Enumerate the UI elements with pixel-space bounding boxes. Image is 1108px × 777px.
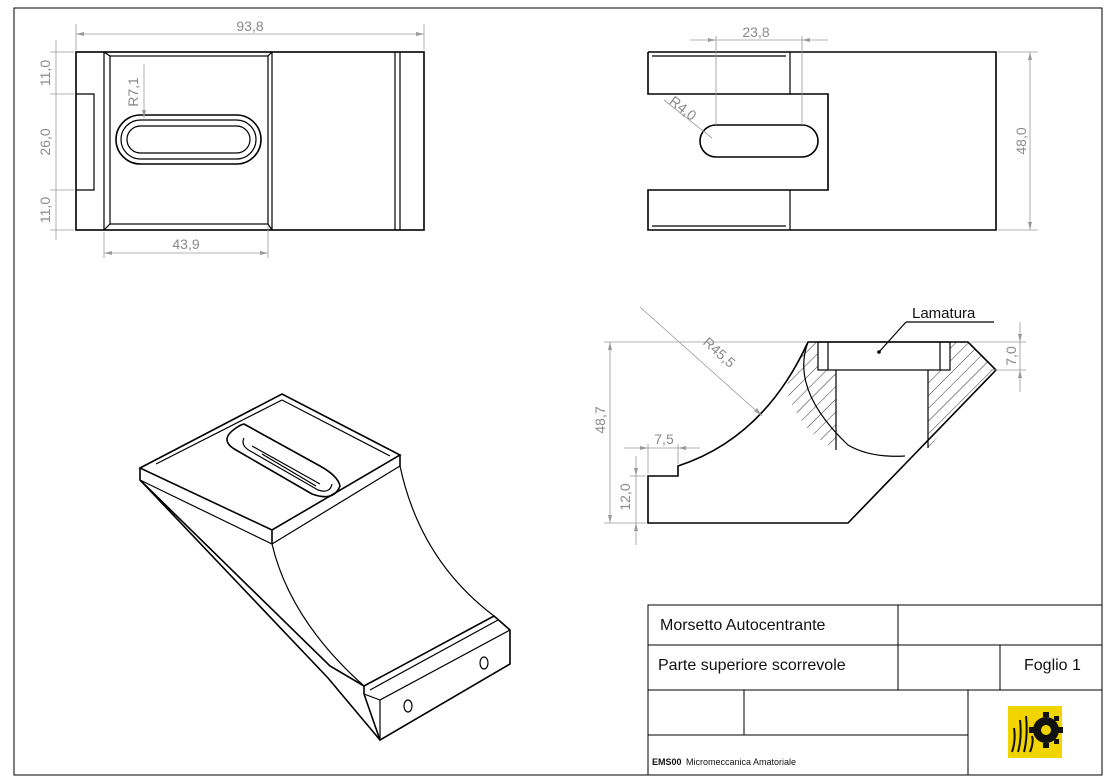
dim-section-step-height: 12,0 bbox=[617, 483, 633, 510]
title-block-part-name: Parte superiore scorrevole bbox=[658, 657, 846, 674]
brand-text: Micromeccanica Amatoriale bbox=[686, 757, 796, 767]
dim-side-height: 48,0 bbox=[1013, 127, 1029, 154]
isometric-view bbox=[138, 393, 511, 742]
dim-section-counterbore: 7,0 bbox=[1003, 346, 1019, 366]
title-block-sheet: Foglio 1 bbox=[1024, 657, 1081, 674]
callout-lamatura: Lamatura bbox=[912, 305, 976, 322]
dim-top-bottom-width: 43,9 bbox=[172, 236, 199, 252]
dim-top-h1: 11,0 bbox=[37, 60, 53, 86]
side-view bbox=[647, 51, 997, 231]
title-block-title: Morsetto Autocentrante bbox=[660, 617, 826, 634]
sheet-border bbox=[13, 7, 1103, 776]
dim-top-width: 93,8 bbox=[236, 18, 263, 34]
brand-bold: EMS00 bbox=[652, 757, 682, 767]
dim-side-radius: R4,0 bbox=[666, 93, 699, 124]
company-logo bbox=[1008, 706, 1063, 758]
dim-top-h3: 11,0 bbox=[37, 197, 53, 223]
title-block-brand: EMS00 Micromeccanica Amatoriale bbox=[652, 752, 796, 769]
dim-side-width: 23,8 bbox=[742, 24, 769, 40]
section-view bbox=[647, 321, 998, 524]
top-view bbox=[75, 51, 425, 231]
dim-section-step-width: 7,5 bbox=[654, 431, 674, 447]
dim-section-height: 48,7 bbox=[592, 406, 608, 433]
dim-top-h2: 26,0 bbox=[37, 128, 53, 155]
dim-section-radius: R45,5 bbox=[700, 334, 739, 371]
top-view-dimensions: 93,8 11,0 26,0 11,0 43,9 R7,1 bbox=[37, 18, 425, 258]
dim-top-radius: R7,1 bbox=[125, 77, 141, 107]
side-view-dimensions: 23,8 R4,0 48,0 bbox=[663, 24, 1038, 231]
title-block: Morsetto Autocentrante Parte superiore s… bbox=[647, 604, 1103, 776]
